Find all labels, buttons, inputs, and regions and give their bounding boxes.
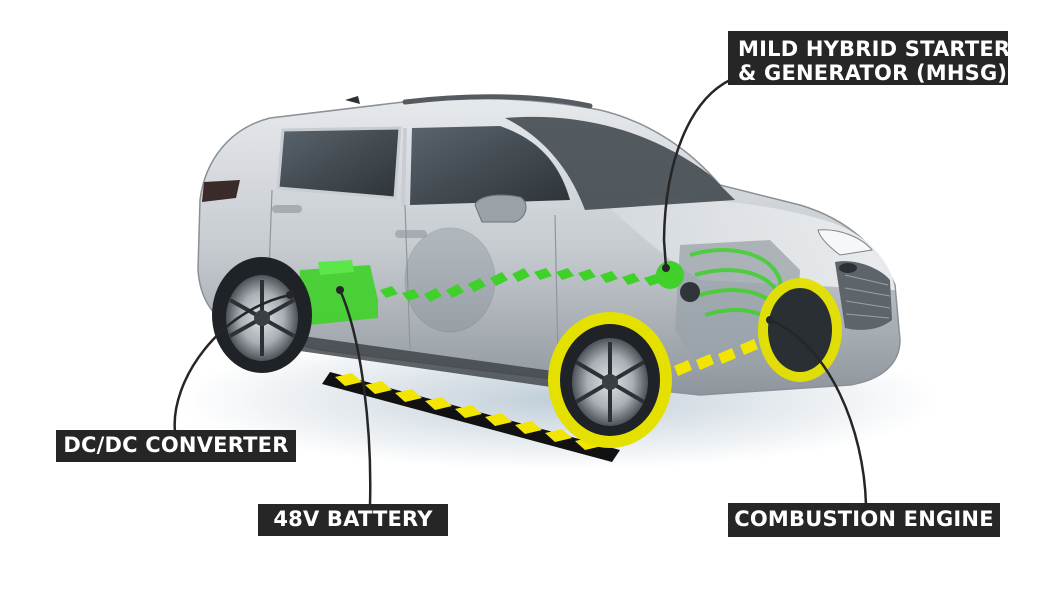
battery-label: 48V BATTERY [258,504,448,536]
leader-battery [338,289,372,506]
rear-wheel [212,257,312,373]
dcdc-converter-label: DC/DC CONVERTER [56,430,296,462]
leader-dcdc [173,293,291,433]
front-wheel [548,312,672,448]
mhsg-label-line2: & GENERATOR (MHSG) [738,61,1008,85]
mhsg-label: MILD HYBRID STARTER & GENERATOR (MHSG) [728,31,1011,85]
leader-engine [769,318,868,506]
mhsg-label-line1: MILD HYBRID STARTER [738,37,1011,61]
leader-mhsg [662,78,731,269]
mhsg-unit [656,261,700,302]
road-flow-arrows [322,372,620,462]
combustion-engine-label: COMBUSTION ENGINE [728,503,1000,537]
leader-lines [173,78,868,506]
far-front-wheel [758,278,842,382]
battery-48v [298,260,378,325]
electric-flow-arrows [380,268,662,302]
